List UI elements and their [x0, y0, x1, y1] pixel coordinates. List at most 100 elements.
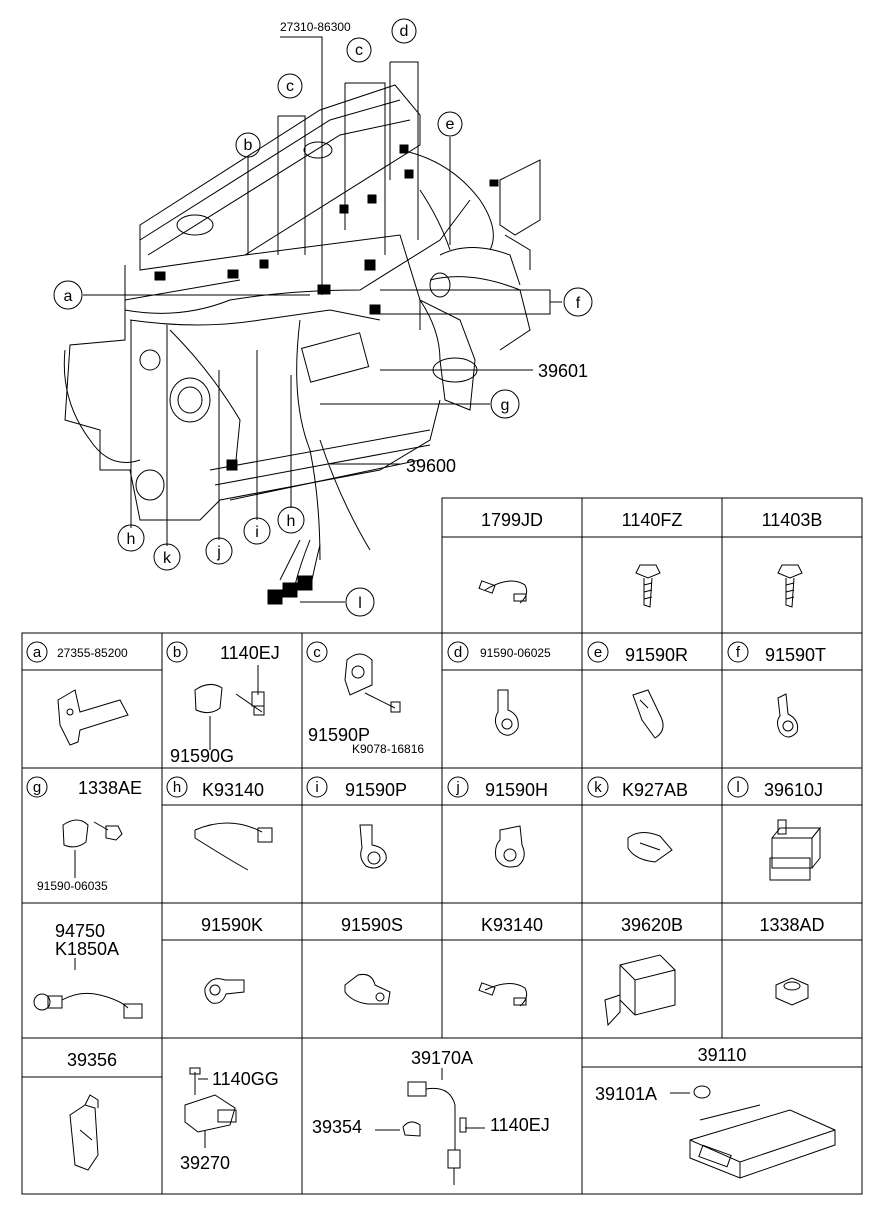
part-code: 39110	[698, 1045, 747, 1065]
part-code: 1799JD	[481, 510, 543, 530]
svg-text:j: j	[216, 544, 221, 561]
callout-h1: h	[117, 524, 145, 552]
part-code: K93140	[202, 780, 264, 800]
part-code: 91590P	[308, 725, 370, 745]
callout-e: e	[437, 111, 463, 137]
svg-text:k: k	[163, 550, 172, 567]
flange-bolt-icon	[635, 564, 661, 608]
sensor-harness-icon	[375, 1068, 485, 1185]
callout-g: g	[490, 389, 520, 419]
clamp-with-screw-icon	[344, 653, 401, 713]
part-code: 91590T	[765, 645, 826, 665]
part-code: 1338AD	[759, 915, 824, 935]
part-sub-code: 91590-06035	[37, 879, 108, 893]
cell-letter: f	[736, 644, 741, 661]
part-sub-code: 91590G	[170, 746, 234, 766]
cell-letter: i	[315, 779, 318, 796]
part-code: K1850A	[55, 939, 119, 959]
part-code: 91590-06025	[480, 646, 551, 660]
part-code: K93140	[481, 915, 543, 935]
p-clip-icon	[495, 825, 525, 868]
part-code: 39610J	[764, 780, 823, 800]
part-code: 91590S	[341, 915, 403, 935]
part-code: 39356	[67, 1050, 117, 1070]
part-code: 94750	[55, 921, 105, 941]
cell-letter: b	[173, 644, 181, 661]
callout-k: k	[153, 543, 181, 571]
cell-letter: k	[594, 779, 602, 796]
part-39601-label: 39601	[538, 361, 588, 381]
part-code: 1140EJ	[490, 1115, 550, 1135]
grid-row-1: 1799JD 1140FZ 11403B	[478, 510, 822, 608]
cell-letter: j	[455, 779, 459, 796]
callout-j: j	[205, 537, 233, 565]
main-callouts: 27310-86300 39601 39600	[280, 20, 588, 476]
grid-row-5: 39356 1140GG 39270 39170A 39354 1140EJ	[67, 1045, 836, 1185]
callout-c1: c	[277, 73, 303, 99]
part-code: K927AB	[622, 780, 688, 800]
part-code: 91590K	[201, 915, 263, 935]
svg-text:g: g	[501, 397, 510, 414]
callout-l: l	[345, 587, 375, 617]
part-sub-code: K9078-16816	[352, 742, 424, 756]
cell-letter: a	[33, 644, 42, 661]
leader-lines	[83, 36, 562, 603]
callout-f: f	[563, 287, 593, 317]
part-code: 39620B	[621, 915, 683, 935]
svg-text:f: f	[576, 295, 581, 312]
part-27310-label: 27310-86300	[280, 20, 351, 34]
grid-row-3: g 1338AE 91590-06035 h K93140 i 91590P j	[26, 776, 823, 893]
part-code: 39101A	[595, 1084, 657, 1104]
cell-letter: g	[33, 779, 41, 796]
bracket-icon	[57, 689, 129, 746]
cell-letter: d	[454, 644, 462, 661]
wiring-connector-icon	[478, 982, 528, 1007]
svg-text:e: e	[446, 116, 455, 133]
clip-icon	[627, 832, 673, 863]
part-code: 91590R	[625, 645, 688, 665]
callout-c2: c	[346, 37, 372, 63]
part-code: 1140FZ	[622, 510, 683, 530]
part-code: 39354	[312, 1117, 362, 1137]
bracket-icon	[69, 1094, 99, 1171]
p-clip-icon	[344, 974, 391, 1005]
engine-illustration	[63, 84, 541, 605]
hex-bolt-icon	[777, 564, 803, 608]
svg-text:b: b	[244, 137, 253, 154]
part-code: 1338AE	[78, 778, 142, 798]
clip-icon	[632, 689, 664, 739]
callout-d: d	[391, 18, 417, 44]
part-39600-label: 39600	[406, 456, 456, 476]
p-clip-icon	[777, 693, 799, 738]
svg-text:h: h	[127, 531, 136, 548]
cell-letter: c	[313, 644, 321, 661]
callout-b: b	[235, 132, 261, 158]
svg-text:c: c	[286, 78, 294, 95]
wiring-connector-icon	[478, 580, 528, 604]
p-clip-icon	[359, 824, 387, 869]
callout-i: i	[243, 517, 271, 545]
part-code: 1140EJ	[220, 643, 280, 663]
svg-text:d: d	[400, 23, 409, 40]
relay-box-icon	[604, 954, 676, 1027]
parts-grid	[21, 497, 863, 1195]
cell-letter: h	[173, 779, 181, 796]
part-code: 39170A	[411, 1048, 473, 1068]
clamp-with-bolt-icon	[194, 665, 265, 750]
grid-row-2: a 27355-85200 b 1140EJ 91590G c 91590P K…	[26, 641, 826, 766]
part-code: 91590P	[345, 780, 407, 800]
relay-icon	[769, 819, 822, 881]
sensor-harness-icon	[33, 958, 143, 1019]
callout-a: a	[53, 280, 83, 310]
cell-letter: l	[736, 779, 739, 796]
svg-text:h: h	[287, 513, 296, 530]
part-code: 27355-85200	[57, 646, 128, 660]
cable-tie-icon	[194, 822, 273, 871]
ecu-icon	[670, 1085, 836, 1179]
part-code: 1140GG	[212, 1069, 279, 1089]
svg-text:i: i	[255, 524, 259, 541]
svg-text:c: c	[355, 42, 363, 59]
p-clip-icon	[494, 689, 519, 736]
svg-text:l: l	[358, 595, 362, 612]
